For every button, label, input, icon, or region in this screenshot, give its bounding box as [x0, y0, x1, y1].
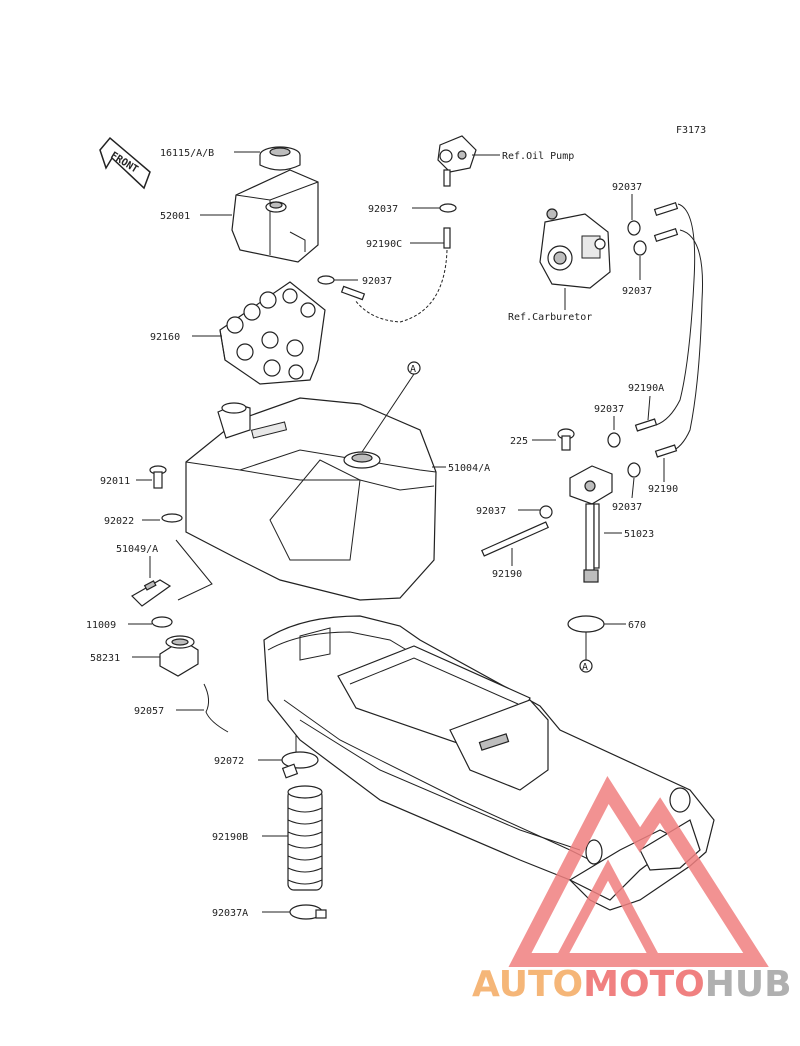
- hose-92190a-end: [634, 418, 658, 432]
- bellows-hose-92190b: [287, 785, 323, 891]
- long-hose-b: [669, 229, 703, 453]
- ref-marker-top: [407, 361, 421, 375]
- hull: [263, 615, 715, 911]
- tank-bracket: [219, 281, 326, 385]
- ref-marker-bottom: [579, 659, 593, 673]
- leader-92190a: [647, 395, 651, 421]
- callout-92190-low: 92190: [492, 569, 522, 580]
- washer-92022: [161, 513, 183, 523]
- watermark-triangle-icon: [508, 776, 769, 967]
- bolt-92011: [149, 465, 167, 489]
- carburetor: [539, 208, 611, 289]
- fuel-tank: [185, 397, 437, 601]
- long-hose-a: [655, 203, 696, 426]
- callout-92037-a: 92037: [594, 404, 624, 415]
- hose-92190c: [443, 227, 451, 249]
- clip-b: [627, 462, 641, 478]
- zigzag-line: [175, 539, 213, 601]
- hose-92190-end: [654, 444, 678, 458]
- oil-pump: [437, 135, 477, 187]
- callout-92057: 92057: [134, 706, 164, 717]
- ref-carburetor: Ref.Carburetor: [508, 312, 592, 323]
- callout-92022: 92022: [104, 516, 134, 527]
- cable-92057: [203, 683, 229, 733]
- clip-c: [539, 505, 553, 519]
- ref-marker-top-label: A: [410, 364, 416, 375]
- watermark-text: AUTOMOTOHUB: [472, 964, 792, 1005]
- gauge-51049: [131, 579, 172, 607]
- callout-92190a: 92190A: [628, 383, 664, 394]
- leader-92037-b: [631, 477, 635, 499]
- watermark-part2: MOTO: [583, 964, 705, 1005]
- callout-16115: 16115/A/B: [160, 148, 214, 159]
- ref-marker-bottom-label: A: [582, 662, 588, 673]
- watermark-part3: HUB: [705, 964, 792, 1005]
- hose-clip-mid: [317, 275, 335, 285]
- callout-51004: 51004/A: [448, 463, 490, 474]
- seal-11009: [151, 616, 173, 628]
- callout-51049: 51049/A: [116, 544, 158, 555]
- callout-92037-hose-top: 92037: [368, 204, 398, 215]
- callout-225: 225: [510, 436, 528, 447]
- callout-52001: 52001: [160, 211, 190, 222]
- oil-hose-path: [354, 249, 448, 323]
- clamp-92037a: [289, 904, 327, 920]
- filler-neck-58231: [159, 635, 199, 677]
- leader-ref-a-top: [361, 373, 415, 453]
- figure-code: F3173: [676, 125, 706, 136]
- hose-92190-low: [481, 521, 549, 557]
- front-arrow-icon: FRONT: [99, 136, 151, 190]
- callout-92072: 92072: [214, 756, 244, 767]
- callout-670: 670: [628, 620, 646, 631]
- ref-oil-pump: Ref.Oil Pump: [502, 151, 574, 162]
- callout-51023: 51023: [624, 529, 654, 540]
- oil-tank-cap: [259, 146, 301, 171]
- hose-stub: [340, 285, 366, 301]
- fuel-valve: [569, 465, 613, 583]
- callout-92011: 92011: [100, 476, 130, 487]
- screw-225: [557, 428, 575, 451]
- callout-92037-b: 92037: [612, 502, 642, 513]
- clip-a: [607, 432, 621, 448]
- callout-58231: 58231: [90, 653, 120, 664]
- hose-stub-upper: [653, 201, 679, 217]
- callout-92160: 92160: [150, 332, 180, 343]
- o-ring-670: [567, 615, 605, 633]
- clip-rt-mid: [633, 240, 647, 256]
- hose-stub-lower: [653, 227, 679, 243]
- callout-92190c: 92190C: [366, 239, 402, 250]
- hose-clip-top: [439, 203, 457, 213]
- clamp-92072: [281, 751, 319, 779]
- clip-rt-top: [627, 220, 641, 236]
- callout-92037-rt-mid: 92037: [622, 286, 652, 297]
- callout-92037-rt-top: 92037: [612, 182, 642, 193]
- watermark-part1: AUTO: [472, 964, 583, 1005]
- callout-92190-rt: 92190: [648, 484, 678, 495]
- callout-92037-mid: 92037: [362, 276, 392, 287]
- callout-92037a: 92037A: [212, 908, 248, 919]
- watermark-logo: [508, 776, 769, 967]
- callout-92037-c: 92037: [476, 506, 506, 517]
- callout-11009: 11009: [86, 620, 116, 631]
- oil-tank: [231, 169, 319, 263]
- watermark-inner-icon: [551, 859, 665, 965]
- callout-92190b: 92190B: [212, 832, 248, 843]
